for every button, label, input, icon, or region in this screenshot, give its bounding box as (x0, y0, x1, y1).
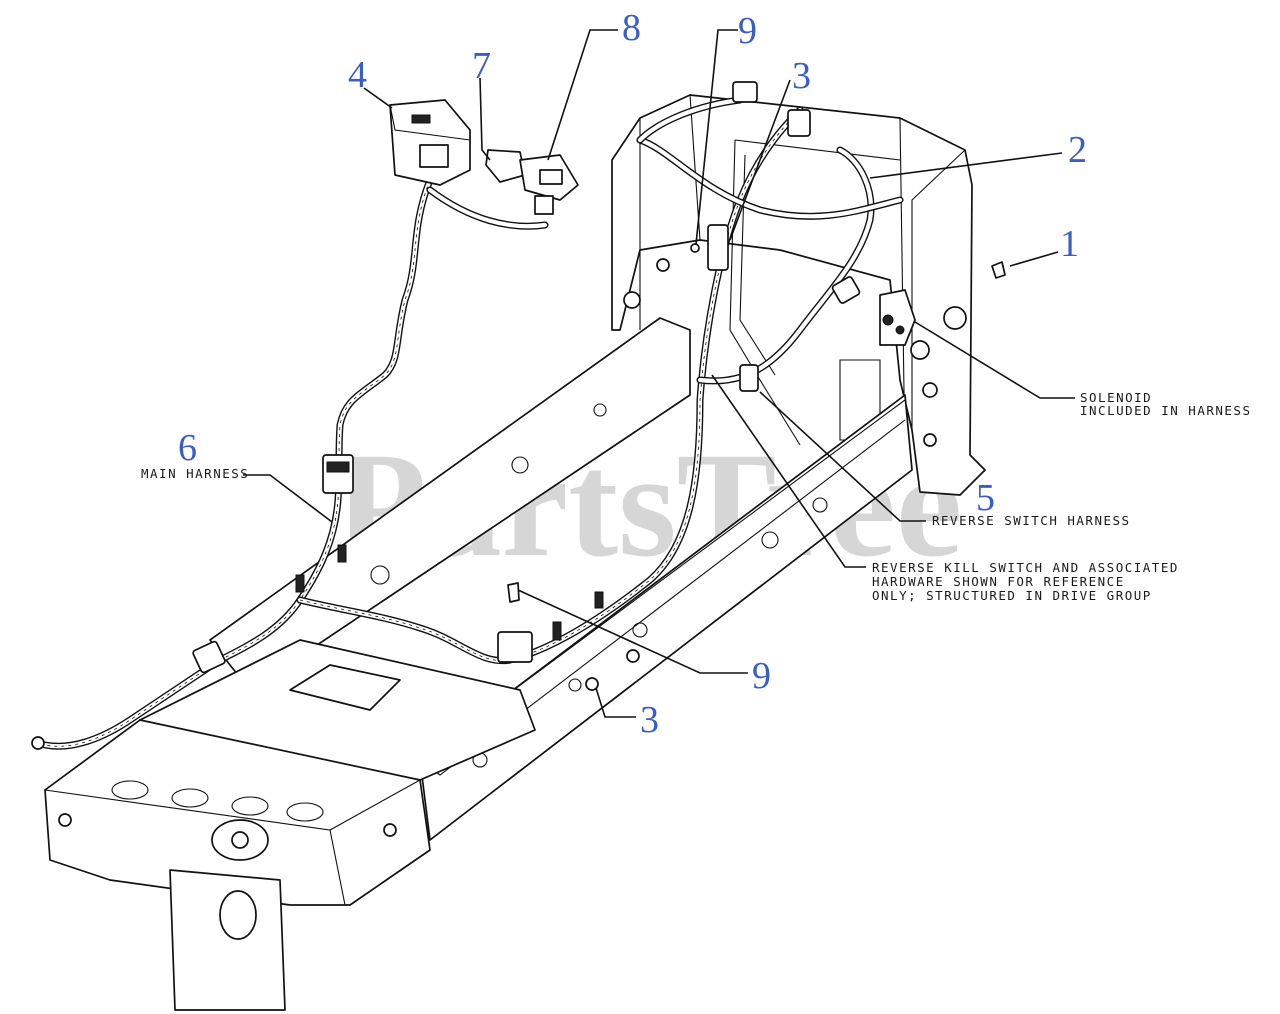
callout-9-top: 9 (738, 10, 757, 52)
note-solenoid-line2: INCLUDED IN HARNESS (1080, 403, 1252, 418)
front-frame-plate (44, 639, 536, 1011)
note-reverse-switch-harness: REVERSE SWITCH HARNESS (932, 513, 1131, 528)
leader-lines (243, 29, 1075, 718)
note-reverse-kill-line1: REVERSE KILL SWITCH AND ASSOCIATED (872, 560, 1179, 575)
callout-5: 5 (976, 477, 995, 519)
hardware (295, 243, 1006, 691)
rear-frame-panel (611, 94, 986, 496)
callout-3-top: 3 (792, 55, 811, 97)
callout-7: 7 (472, 45, 491, 87)
solenoid-assembly (879, 289, 916, 346)
callout-8: 8 (622, 7, 641, 49)
callout-1: 1 (1060, 223, 1079, 265)
note-reverse-kill-line2: HARDWARE SHOWN FOR REFERENCE (872, 574, 1125, 589)
callout-9-bottom: 9 (752, 655, 771, 697)
harness-connectors (31, 81, 861, 750)
hour-meter (519, 154, 579, 215)
callout-3-bottom: 3 (640, 699, 659, 741)
note-main-harness: MAIN HARNESS (141, 466, 249, 481)
callout-4: 4 (348, 54, 367, 96)
diagram-notes: MAIN HARNESS SOLENOID INCLUDED IN HARNES… (141, 390, 1252, 603)
callout-numbers: 1 2 3 3 4 5 6 7 8 9 9 (178, 7, 1087, 741)
note-solenoid-line1: SOLENOID (1080, 390, 1152, 405)
switch-bracket (485, 149, 526, 183)
callout-6: 6 (178, 427, 197, 469)
ignition-switch (389, 99, 471, 186)
note-reverse-kill-line3: ONLY; STRUCTURED IN DRIVE GROUP (872, 588, 1152, 603)
callout-2: 2 (1068, 129, 1087, 171)
